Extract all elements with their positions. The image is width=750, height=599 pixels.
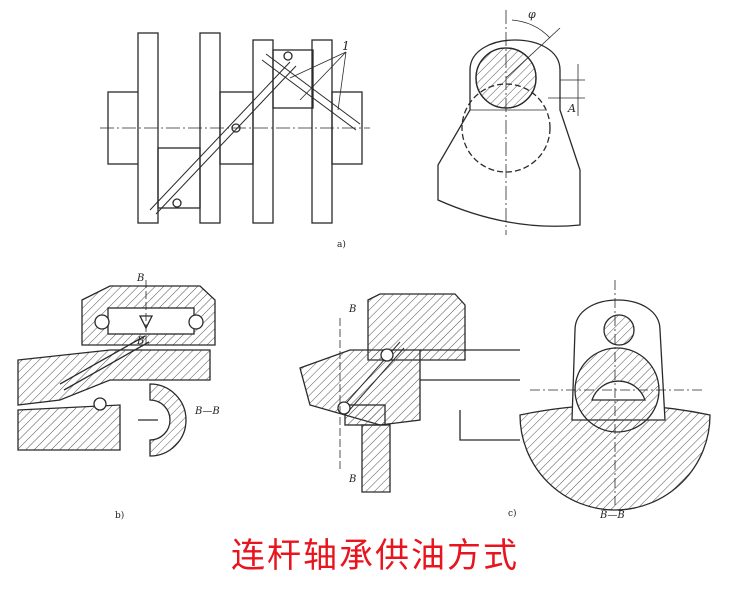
callout-1-label: 1 [342, 39, 350, 53]
section-mark-b-bottom: B [136, 336, 144, 347]
panel-a-crankshaft [100, 32, 370, 224]
section-c-b-b-label: B—B [599, 510, 625, 521]
panel-c-caption: c) [508, 508, 517, 519]
dimension-a-label: A [567, 102, 576, 115]
panel-c-section-bb [519, 280, 711, 511]
panel-b-caption: b) [115, 510, 124, 521]
angle-phi-label: φ [528, 8, 536, 21]
panel-a-caption: a) [337, 239, 346, 250]
section-b-b-label: B—B [194, 406, 220, 417]
panel-a-rod-end [437, 10, 585, 235]
section-mark-c-top: B [348, 304, 356, 315]
figure-title: 连杆轴承供油方式 [231, 536, 519, 576]
panel-c-rod-assembly [299, 293, 520, 493]
section-mark-b-top: B [136, 273, 144, 284]
panel-b-rod-big-end [17, 280, 216, 457]
section-mark-c-bottom: B [348, 474, 356, 485]
